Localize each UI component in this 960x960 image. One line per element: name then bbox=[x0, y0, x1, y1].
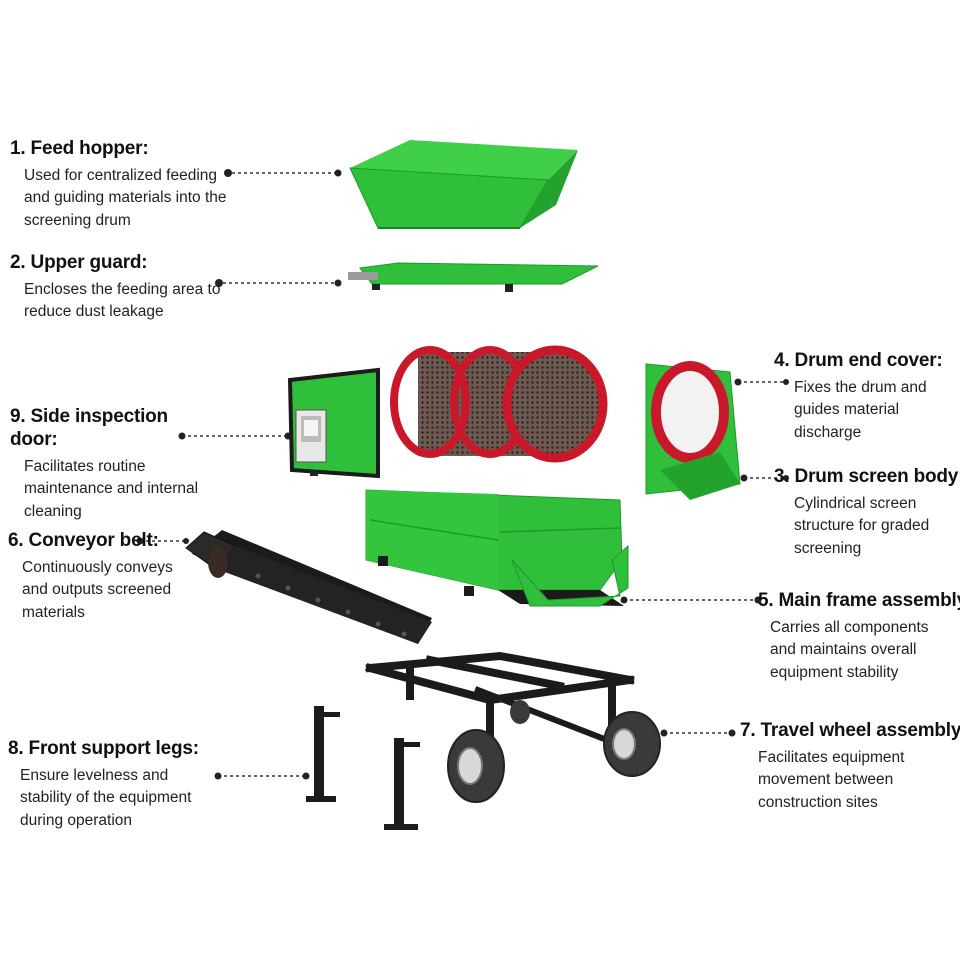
label-description: Fixes the drum and guides material disch… bbox=[794, 378, 927, 442]
label-description: Ensure levelness and stability of the eq… bbox=[20, 766, 192, 830]
label-description: Continuously conveys and outputs screene… bbox=[22, 558, 173, 622]
travel-wheel-assembly-illustration bbox=[365, 651, 661, 803]
label-description: Carries all components and maintains ove… bbox=[770, 618, 929, 682]
label-conveyor-belt: 6. Conveyor belt: Continuously conveys a… bbox=[8, 530, 188, 625]
upper-guard-illustration bbox=[348, 262, 599, 292]
label-side-inspection-door: 9. Side inspection door: Facilitates rou… bbox=[10, 406, 200, 523]
label-title: 2. Upper guard: bbox=[10, 252, 148, 273]
label-upper-guard: 2. Upper guard: Encloses the feeding are… bbox=[10, 252, 222, 324]
label-description: Facilitates equipment movement between c… bbox=[758, 748, 905, 812]
label-description: Encloses the feeding area to reduce dust… bbox=[24, 280, 221, 321]
label-description: Facilitates routine maintenance and inte… bbox=[24, 457, 199, 520]
main-frame-assembly-illustration bbox=[365, 489, 629, 607]
label-title: 6. Conveyor belt: bbox=[8, 530, 159, 551]
label-feed-hopper: 1. Feed hopper: Used for centralized fee… bbox=[10, 138, 240, 233]
label-title: 7. Travel wheel assembly: bbox=[740, 720, 960, 741]
label-travel-wheel-assembly: 7. Travel wheel assembly: Facilitates eq… bbox=[740, 720, 960, 815]
label-description: Cylindrical screen structure for graded … bbox=[794, 494, 930, 558]
leader-lines bbox=[140, 172, 786, 777]
front-support-legs-illustration bbox=[306, 706, 420, 830]
label-title: 3. Drum screen body: bbox=[774, 466, 960, 487]
conveyor-belt-illustration bbox=[185, 530, 432, 644]
label-drum-end-cover: 4. Drum end cover: Fixes the drum and gu… bbox=[774, 350, 954, 445]
leader-dots bbox=[136, 169, 789, 780]
label-title: 9. Side inspection door: bbox=[10, 406, 168, 450]
side-inspection-door-illustration bbox=[287, 367, 380, 479]
drum-screen-body-illustration bbox=[390, 345, 608, 463]
drum-end-cover-illustration bbox=[645, 361, 741, 500]
label-front-support-legs: 8. Front support legs: Ensure levelness … bbox=[8, 738, 208, 833]
label-description: Used for centralized feeding and guiding… bbox=[24, 166, 227, 230]
label-drum-screen-body: 3. Drum screen body: Cylindrical screen … bbox=[774, 466, 960, 561]
label-main-frame-assembly: 5. Main frame assembly: Carries all comp… bbox=[758, 590, 960, 685]
label-title: 8. Front support legs: bbox=[8, 738, 199, 759]
feed-hopper-illustration bbox=[349, 140, 578, 229]
label-title: 4. Drum end cover: bbox=[774, 350, 943, 371]
label-title: 1. Feed hopper: bbox=[10, 138, 149, 159]
label-title: 5. Main frame assembly: bbox=[758, 590, 960, 611]
